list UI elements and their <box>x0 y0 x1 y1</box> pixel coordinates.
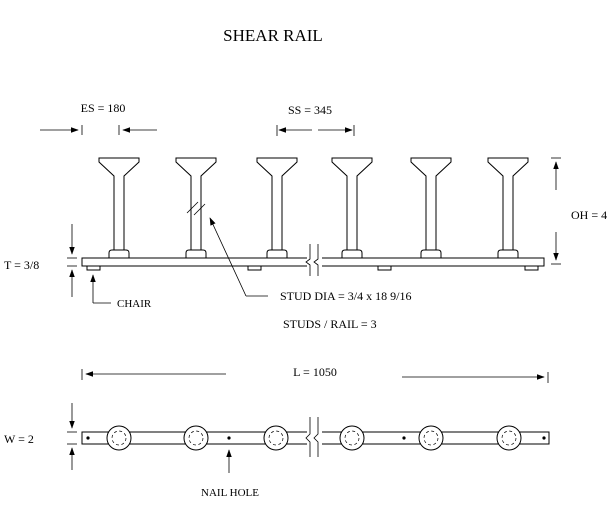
oh-label: OH = 475 <box>571 208 607 222</box>
break-symbol <box>305 244 322 276</box>
stud-head-plan <box>106 425 132 451</box>
studs-per-rail-label: STUDS / RAIL = 3 <box>283 317 377 331</box>
section-cut-mark <box>186 201 199 214</box>
chair-label: CHAIR <box>117 298 152 310</box>
stud-head-plan <box>183 425 209 451</box>
chair <box>377 265 392 271</box>
nail-hole <box>227 436 231 440</box>
stud-head-plan <box>418 425 444 451</box>
stud-head-plan <box>496 425 522 451</box>
es-dimension: ES = 180 <box>40 101 157 135</box>
drawing-title: SHEAR RAIL <box>223 26 323 45</box>
stud <box>410 157 452 259</box>
stud <box>256 157 298 259</box>
chair <box>86 265 101 271</box>
section-cut-mark <box>193 203 206 216</box>
stud-head-plan <box>263 425 289 451</box>
stud-dia-leader <box>209 217 247 297</box>
chair <box>524 265 539 271</box>
w-dimension: W = 2 <box>4 403 77 470</box>
nail-hole-label: NAIL HOLE <box>201 487 259 499</box>
es-label: ES = 180 <box>81 101 126 115</box>
stud-dia-callout: STUD DIA = 3/4 x 18 9/16 <box>209 217 411 303</box>
chair-callout: CHAIR <box>90 274 152 310</box>
nail-hole <box>86 436 90 440</box>
ss-label: SS = 345 <box>288 103 332 117</box>
w-label: W = 2 <box>4 432 34 446</box>
nail-hole <box>402 436 406 440</box>
chair <box>247 265 262 271</box>
stud <box>487 157 529 259</box>
l-dimension: L = 1050 <box>81 365 549 383</box>
stud <box>98 157 140 259</box>
stud <box>331 157 373 259</box>
stud <box>175 157 217 259</box>
nail-hole-callout: NAIL HOLE <box>201 449 259 499</box>
ss-dimension: SS = 345 <box>276 103 355 136</box>
stud-head-plan <box>339 425 365 451</box>
t-dimension: T = 3/8 <box>4 224 77 297</box>
t-label: T = 3/8 <box>4 258 39 272</box>
nail-hole <box>542 436 546 440</box>
stud-dia-label: STUD DIA = 3/4 x 18 9/16 <box>280 289 411 303</box>
break-symbol <box>305 417 322 457</box>
l-label: L = 1050 <box>293 365 337 379</box>
oh-dimension: OH = 475 <box>551 157 607 265</box>
